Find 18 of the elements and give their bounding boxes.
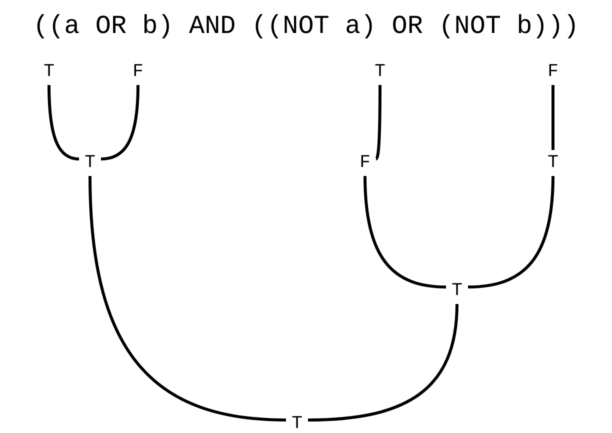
truth-value: T [38,59,60,85]
connector-line [48,84,80,160]
truth-value: F [354,150,376,176]
connector-line [468,176,554,288]
connector-line [308,304,458,422]
truth-value: T [369,59,391,85]
connector-line [100,84,140,160]
expression-title: ((a OR b) AND ((NOT a) OR (NOT b))) [32,10,580,42]
connector-line [374,85,382,160]
truth-value: T [286,411,308,433]
connector-line [364,176,446,288]
truth-value: F [542,59,564,85]
connector-line [552,85,554,150]
truth-value: T [446,278,468,304]
truth-value: T [79,150,101,176]
truth-value: T [542,150,564,176]
truth-value: F [127,59,149,85]
connector-line [88,176,286,422]
